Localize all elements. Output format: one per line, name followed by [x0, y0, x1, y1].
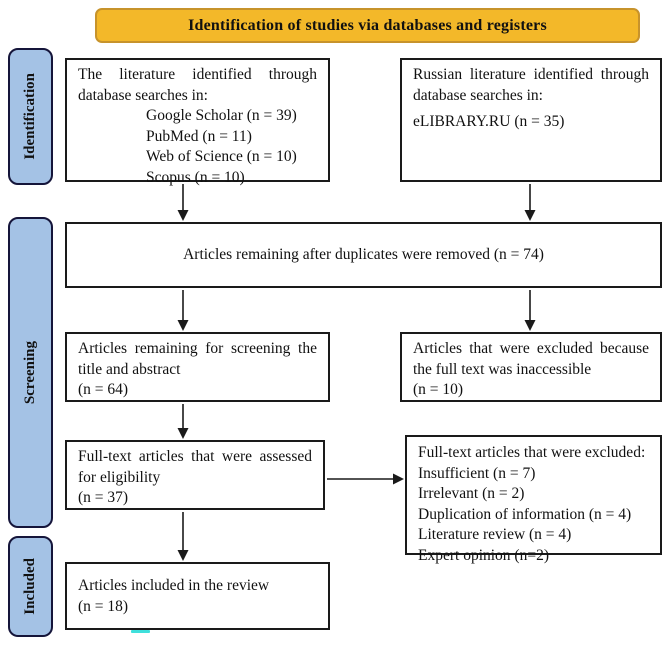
exclusion-reason: Irrelevant (n = 2)	[418, 485, 525, 502]
diagram-title-banner: Identification of studies via databases …	[95, 8, 640, 43]
box-screening: Articles remaining for screening the tit…	[65, 332, 330, 402]
diagram-title: Identification of studies via databases …	[188, 16, 547, 34]
box-included-text: Articles included in the review	[78, 577, 270, 594]
stage-label-identification: Identification	[8, 48, 53, 185]
box-included-count: (n = 18)	[78, 597, 129, 615]
stage-label-text: Screening	[22, 340, 38, 405]
stage-label-included: Included	[8, 536, 53, 637]
database-item: eLIBRARY.RU (n = 35)	[413, 113, 565, 130]
arrow-eligibility-to-included	[177, 512, 189, 561]
box-eligibility: Full-text articles that were assessed fo…	[65, 440, 325, 510]
cyan-artifact-mark	[131, 630, 150, 633]
box-excluded-fulltext-title: Full-text articles that were excluded:	[418, 444, 646, 461]
box-excluded-inaccessible-count: (n = 10)	[413, 381, 464, 398]
box-database-search: The literature identified through databa…	[65, 58, 330, 186]
box-eligibility-text: Full-text articles that were assessed fo…	[78, 448, 312, 486]
box-screening-count: (n = 64)	[78, 381, 129, 398]
database-item: Google Scholar (n = 39)	[146, 107, 297, 124]
stage-label-text: Identification	[22, 73, 38, 160]
arrow-screening-to-eligibility	[177, 404, 189, 439]
box-included: Articles included in the review (n = 18)	[65, 562, 330, 630]
arrow-eligibility-to-excluded	[327, 473, 404, 485]
box-database-search-intro: The literature identified through databa…	[78, 66, 317, 104]
box-excluded-inaccessible-text: Articles that were excluded because the …	[413, 340, 649, 378]
box-eligibility-count: (n = 37)	[78, 489, 129, 506]
stage-label-screening: Screening	[8, 217, 53, 528]
exclusion-reason: Literature review (n = 4)	[418, 526, 572, 543]
database-item: Scopus (n = 10)	[146, 168, 245, 186]
database-item: PubMed (n = 11)	[146, 127, 252, 145]
box-duplicates-removed-text: Articles remaining after duplicates were…	[183, 245, 544, 263]
exclusion-reason: Duplication of information (n = 4)	[418, 505, 632, 523]
exclusion-reason: Expert opinion (n=2)	[418, 546, 549, 564]
exclusion-reason: Insufficient (n = 7)	[418, 464, 536, 482]
arrow-rusearch-to-duplicates	[524, 184, 536, 221]
box-excluded-fulltext: Full-text articles that were excluded: I…	[405, 435, 662, 564]
box-russian-search-intro: Russian literature identified through da…	[413, 66, 649, 104]
arrow-duplicates-to-screening	[177, 290, 189, 331]
stage-label-text: Included	[22, 558, 38, 615]
box-screening-text: Articles remaining for screening the tit…	[78, 340, 317, 378]
box-russian-search: Russian literature identified through da…	[400, 58, 662, 182]
box-excluded-inaccessible: Articles that were excluded because the …	[400, 332, 662, 402]
box-duplicates-removed: Articles remaining after duplicates were…	[65, 222, 662, 288]
arrow-dbsearch-to-duplicates	[177, 184, 189, 221]
database-item: Web of Science (n = 10)	[146, 148, 297, 165]
arrow-duplicates-to-inaccessible	[524, 290, 536, 331]
